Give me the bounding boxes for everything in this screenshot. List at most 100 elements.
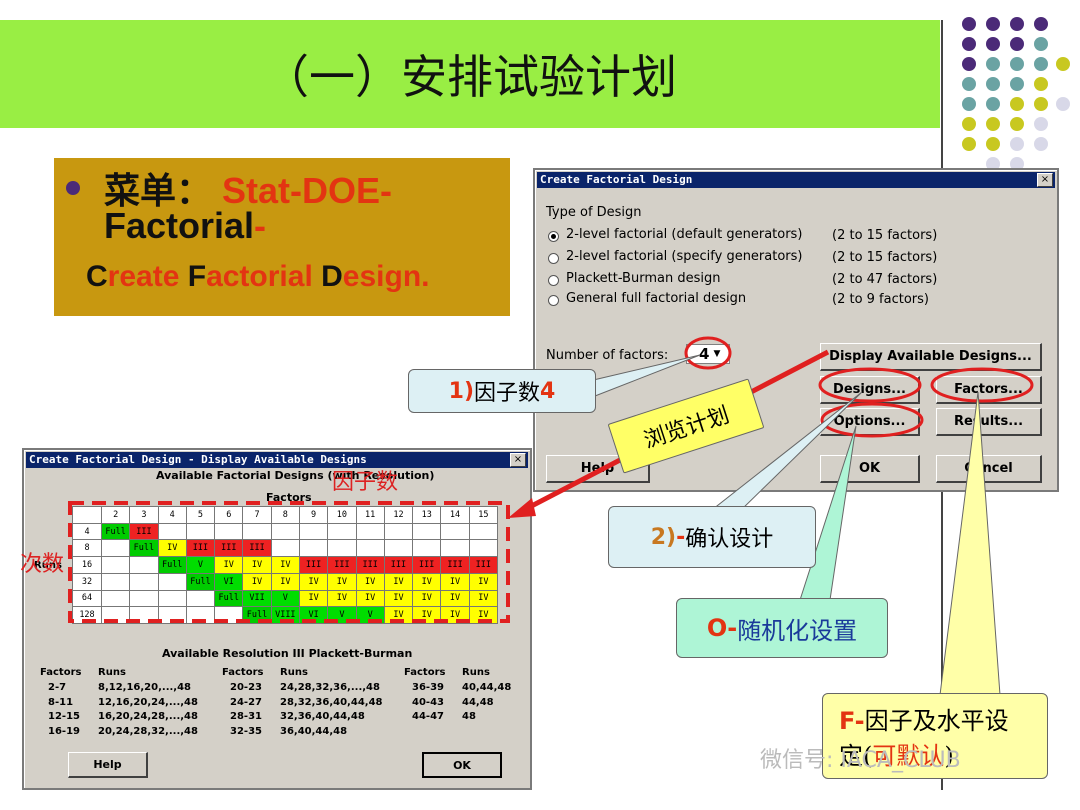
pb-runs-header: Runs [280,667,308,678]
table-cell[interactable]: III [355,556,385,574]
option-general-full[interactable]: General full factorial design [566,291,747,306]
close-icon[interactable]: × [510,453,526,467]
option-plackett-burman[interactable]: Plackett-Burman design [566,271,721,286]
callout-options-letter: O [706,614,728,642]
table-cell[interactable] [412,539,442,558]
table-cell[interactable]: Full [214,589,244,608]
decorative-dots [962,17,1070,171]
callout-factors-text-red: 可默认 [872,742,945,770]
table-cell[interactable] [270,522,300,541]
radio-2level-specify[interactable] [548,253,559,264]
table-cell[interactable]: IV [355,589,385,608]
available-designs-heading: Available Factorial Designs (with Resolu… [156,469,435,482]
table-cell[interactable] [440,539,470,558]
table-cell[interactable]: IV [468,589,499,608]
table-cell[interactable] [327,522,357,541]
table-cell[interactable] [157,589,187,608]
table-cell[interactable]: Full [185,572,216,591]
table-cell[interactable]: VII [242,589,272,608]
close-icon[interactable]: × [1037,173,1053,187]
table-cell[interactable]: Full [129,539,159,558]
table-cell[interactable]: III [327,556,357,574]
table-cell[interactable] [214,522,244,541]
table-cell[interactable]: IV [327,589,357,608]
callout-confirm-text: 确认设计 [685,527,774,552]
table-cell[interactable]: IV [327,572,357,591]
ok-button[interactable]: OK [820,455,920,483]
callout-options-dash: - [727,614,738,642]
display-available-designs-button[interactable]: Display Available Designs... [820,343,1042,371]
title-band [0,20,940,128]
table-cell[interactable] [383,539,414,558]
callout-options-text: 随机化设置 [737,616,858,645]
radio-2level-default[interactable] [548,231,559,242]
menu-dash: - [254,205,267,246]
table-cell[interactable]: III [214,539,244,558]
table-cell[interactable] [157,522,187,541]
callout-confirm-num: 2) [650,524,677,550]
table-cell[interactable]: IV [383,572,414,591]
option-2level-specify[interactable]: 2-level factorial (specify generators) [566,249,803,264]
pb-runs-list: 24,28,32,36,...,48 [280,682,380,693]
table-cell[interactable] [129,572,159,591]
ok-button[interactable]: OK [422,752,502,778]
pb-runs-header: Runs [98,667,126,678]
table-col-header: 2 [100,506,131,524]
pb-factor-range: 44-47 [412,711,444,722]
table-cell[interactable] [185,589,216,608]
callout-factor-count: 1)因子数 4 [408,369,596,413]
table-cell[interactable]: III [185,539,216,558]
table-cell[interactable]: III [412,556,442,574]
table-cell[interactable]: III [298,556,329,574]
table-cell[interactable]: V [270,589,300,608]
table-cell[interactable] [355,522,385,541]
pb-factor-range: 16-19 [48,725,80,737]
pb-runs-list: 44,48 [462,696,494,708]
pb-factor-range: 20-23 [230,682,262,693]
menu-c: C [86,260,108,293]
factors-leader [939,391,1001,696]
table-cell[interactable] [298,539,329,558]
radio-plackett-burman[interactable] [548,275,559,286]
table-cell[interactable]: VI [214,572,244,591]
table-cell[interactable] [157,572,187,591]
menu-prefix: 菜单： [104,170,213,211]
table-cell[interactable] [185,522,216,541]
table-cell[interactable]: IV [270,572,300,591]
table-cell[interactable]: IV [440,589,470,608]
table-cell[interactable] [100,556,131,574]
table-cell[interactable] [468,539,499,558]
callout-factors: F-因子及水平设 定(可默认) [822,693,1048,779]
help-button[interactable]: Help [68,752,148,778]
pb-factor-range: 32-35 [230,725,262,737]
dialog-title: Create Factorial Design [537,172,1055,188]
menu-path-box [54,158,510,316]
table-cell[interactable]: Full [157,556,187,574]
menu-path-line3: Create Factorial Design. [86,260,430,294]
pb-factor-range: 12-15 [48,711,80,722]
menu-actorial: actorial [206,260,322,293]
results-button[interactable]: Results... [936,408,1042,436]
callout-factors-line1: F-因子及水平设 [839,701,1009,736]
callout-factors-text-end: ) [944,742,954,770]
chevron-down-icon: ▼ [713,349,721,359]
callout-factors-text2: 定( [839,742,873,770]
table-cell[interactable] [412,522,442,541]
table-cell[interactable] [100,572,131,591]
table-cell[interactable]: IV [468,572,499,591]
radio-general-full[interactable] [548,295,559,306]
option-2level-default[interactable]: 2-level factorial (default generators) [566,227,803,242]
table-col-header: 5 [185,506,216,524]
table-cell[interactable] [440,522,470,541]
table-cell[interactable]: IV [298,572,329,591]
table-cell[interactable] [129,556,159,574]
table-cell[interactable]: IV [412,572,442,591]
table-cell[interactable]: III [242,539,272,558]
menu-path: Stat-DOE- [222,170,393,211]
number-of-factors-label: Number of factors: [546,348,669,363]
